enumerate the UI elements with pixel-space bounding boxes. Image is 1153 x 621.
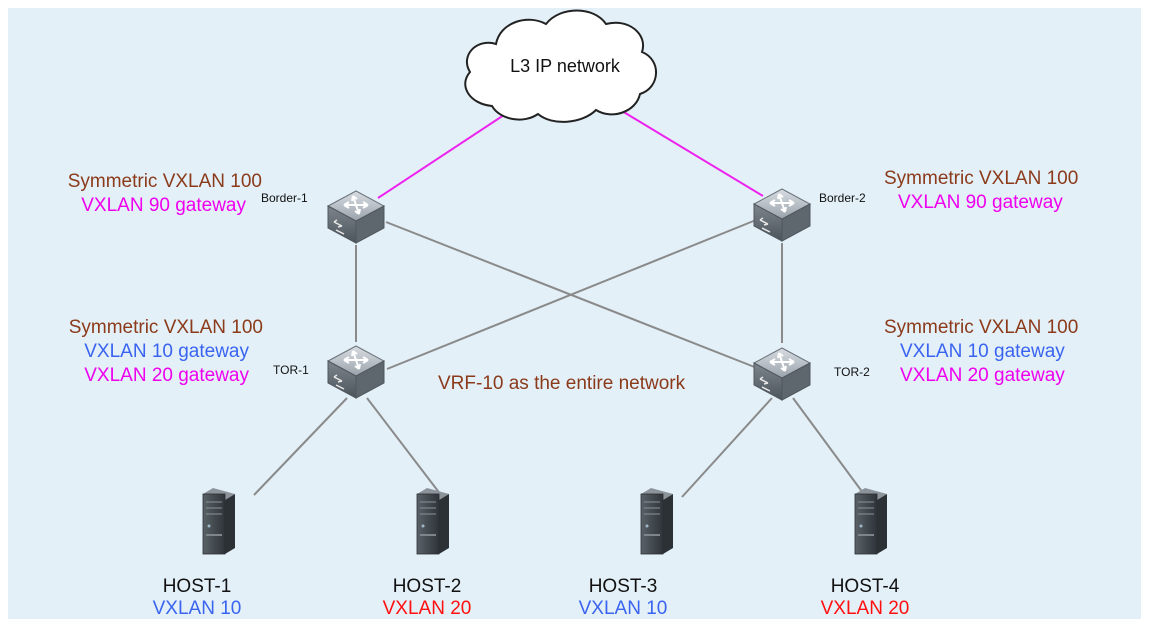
- tor1-symmetric-label: Symmetric VXLAN 100: [68, 317, 263, 338]
- host3-server-icon: [640, 487, 674, 555]
- host4-name: HOST-4: [830, 576, 900, 597]
- tor1-switch-icon: [327, 345, 385, 399]
- tor2-vxlan10-gateway-label: VXLAN 10 gateway: [900, 341, 1065, 362]
- host4-server-icon: [854, 487, 888, 555]
- cloud-icon: [464, 9, 657, 123]
- tor1-name: TOR-1: [273, 363, 309, 377]
- host1-server-icon: [202, 487, 236, 555]
- border2-gateway-label: VXLAN 90 gateway: [898, 192, 1063, 213]
- border2-name: Border-2: [819, 191, 866, 205]
- uplink-border2: [616, 107, 764, 197]
- host3-name: HOST-3: [588, 576, 658, 597]
- border1-symmetric-label: Symmetric VXLAN 100: [67, 171, 262, 192]
- border1-switch-icon: [327, 190, 385, 244]
- host2-name: HOST-2: [392, 576, 462, 597]
- host4-vxlan: VXLAN 20: [820, 598, 910, 619]
- tor2-switch-icon: [753, 347, 811, 401]
- tor2-name: TOR-2: [834, 365, 870, 379]
- link-tor2-host3: [681, 397, 773, 498]
- uplink-border1: [377, 112, 508, 199]
- link-border2-tor1: [386, 219, 757, 370]
- link-tor2-host4: [792, 397, 867, 498]
- border1-name: Border-1: [261, 191, 308, 205]
- host3-vxlan: VXLAN 10: [578, 598, 668, 619]
- border2-symmetric-label: Symmetric VXLAN 100: [884, 168, 1079, 189]
- border1-gateway-label: VXLAN 90 gateway: [81, 195, 246, 216]
- host1-name: HOST-1: [162, 576, 232, 597]
- tor2-symmetric-label: Symmetric VXLAN 100: [884, 317, 1079, 338]
- cloud-label: L3 IP network: [510, 56, 620, 76]
- tor2-vxlan20-gateway-label: VXLAN 20 gateway: [900, 365, 1065, 386]
- vrf-note: VRF-10 as the entire network: [438, 373, 686, 394]
- host1-vxlan: VXLAN 10: [152, 598, 242, 619]
- tor1-vxlan10-gateway-label: VXLAN 10 gateway: [84, 341, 249, 362]
- link-tor1-host1: [253, 397, 348, 496]
- host2-vxlan: VXLAN 20: [382, 598, 472, 619]
- host2-server-icon: [416, 487, 450, 555]
- tor1-vxlan20-gateway-label: VXLAN 20 gateway: [84, 365, 249, 386]
- link-tor1-host2: [366, 397, 442, 496]
